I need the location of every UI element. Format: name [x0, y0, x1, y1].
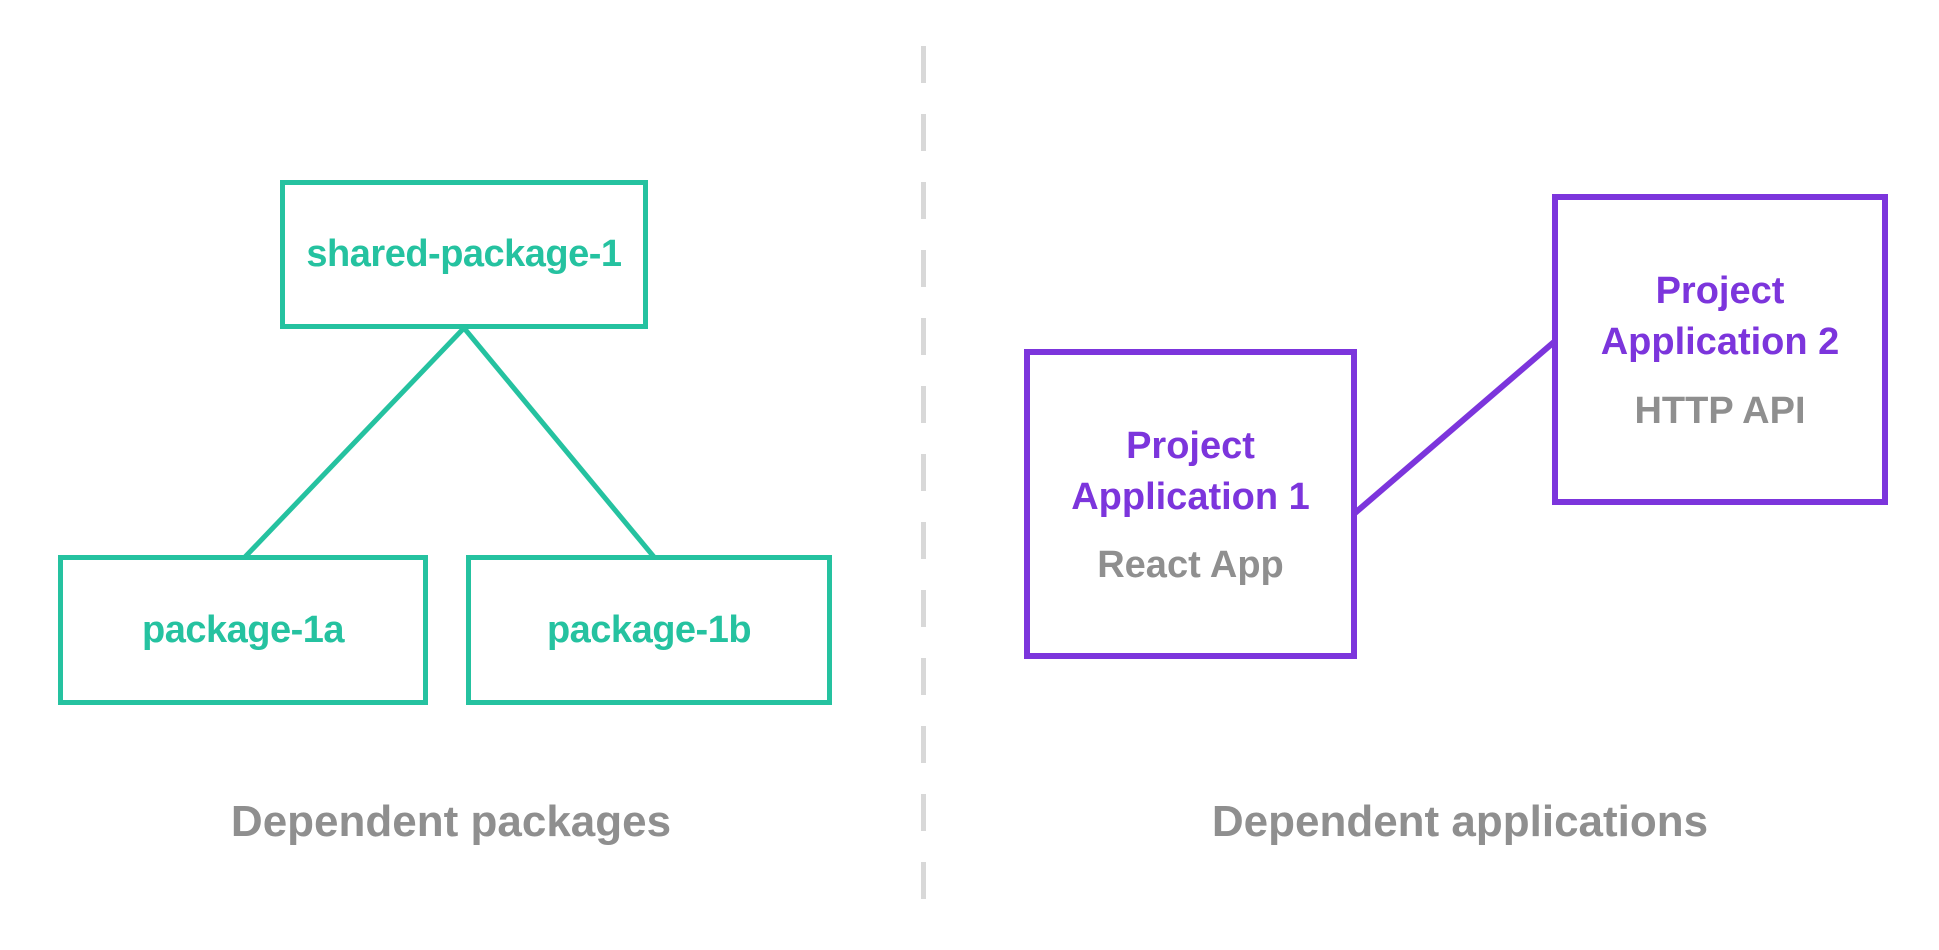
node-package-1a: package-1a [58, 555, 428, 705]
node-project-application-2: Project Application 2 HTTP API [1552, 194, 1888, 505]
edge-shared-package-to-package-1a [243, 326, 466, 559]
node-title: Project Application 2 [1601, 266, 1840, 368]
node-title-line1: Project [1655, 270, 1785, 313]
node-label: package-1a [141, 608, 345, 651]
edge-app1-to-app2 [1353, 339, 1556, 516]
node-project-application-1: Project Application 1 React App [1024, 349, 1357, 659]
node-title: Project Application 1 [1071, 421, 1310, 523]
node-label: shared-package-1 [306, 233, 622, 275]
node-title-line2: Application 1 [1071, 475, 1310, 518]
edge-shared-package-to-package-1b [462, 326, 656, 559]
node-label: package-1b [546, 608, 752, 651]
node-title-line1: Project [1126, 424, 1255, 467]
node-package-1b: package-1b [466, 555, 832, 705]
caption-dependent-applications: Dependent applications [1211, 797, 1709, 846]
panel-divider-dashed-line [921, 46, 926, 902]
node-shared-package-1: shared-package-1 [280, 180, 648, 329]
node-subtitle: React App [1097, 544, 1284, 587]
node-subtitle: HTTP API [1634, 389, 1806, 432]
node-title-line2: Application 2 [1600, 321, 1840, 363]
caption-dependent-packages: Dependent packages [230, 797, 672, 846]
